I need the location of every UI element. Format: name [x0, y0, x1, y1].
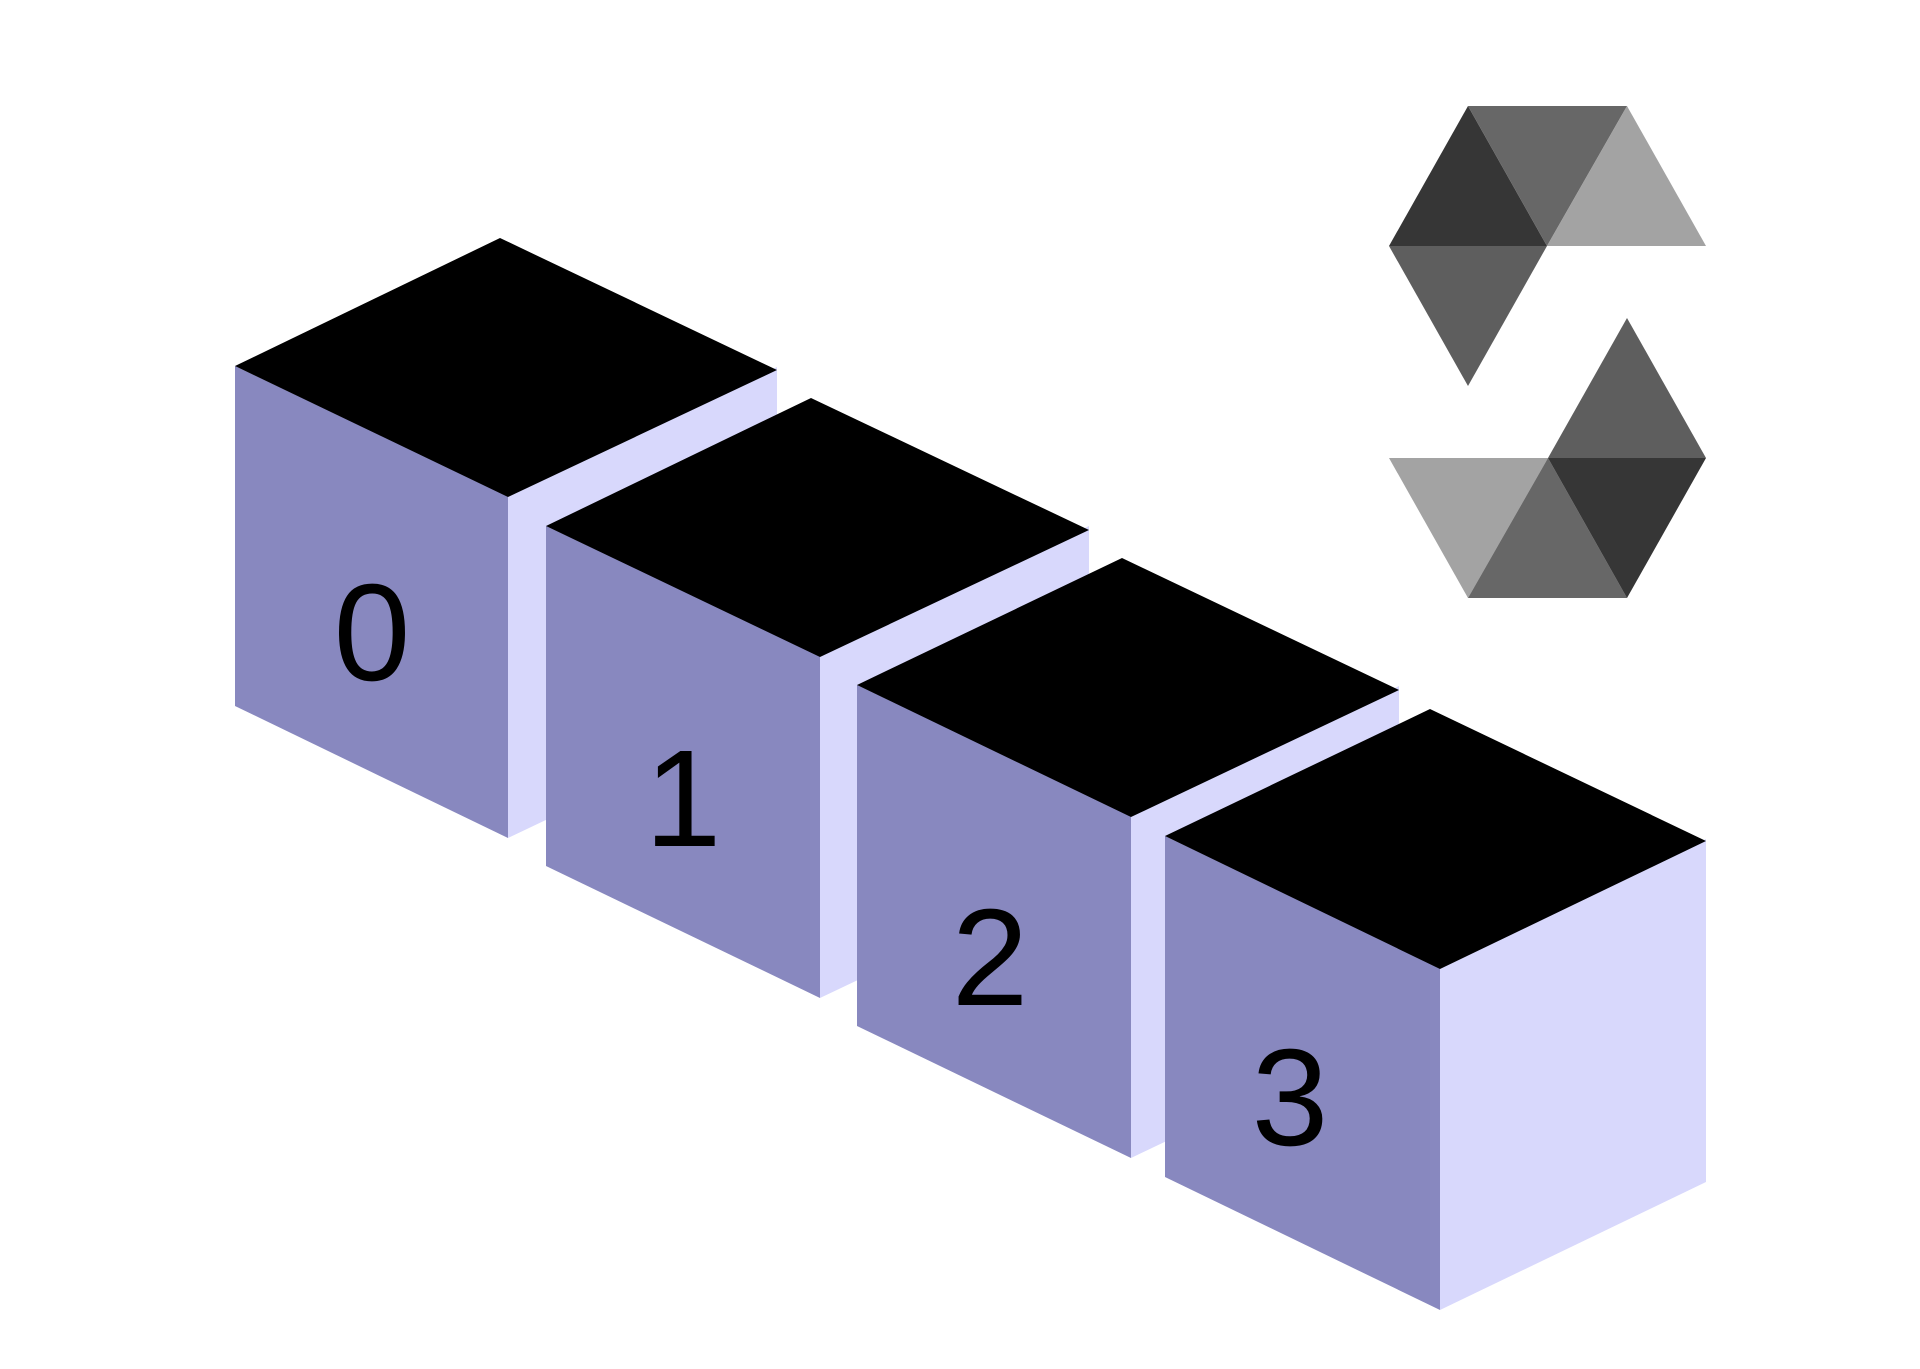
cube-2-top-face [857, 558, 1399, 817]
cube-3: 3 [1165, 709, 1706, 1310]
cube-3-top-face [1165, 709, 1706, 969]
logo-lower-left-triangle [1389, 458, 1548, 598]
cube-3-front-face [1165, 836, 1440, 1310]
cube-2-label: 2 [952, 881, 1029, 1035]
cube-0-top-face [235, 238, 777, 497]
logo-upper-middle-triangle [1468, 106, 1627, 246]
cube-1-top-face [546, 398, 1089, 657]
cube-2-front-face [857, 685, 1131, 1158]
logo-lower-middle-triangle [1468, 458, 1627, 598]
cube-3-label: 3 [1252, 1021, 1329, 1175]
logo-upper-left-triangle [1389, 106, 1547, 246]
cube-1-front-face [546, 526, 820, 998]
cube-3-side-face [1440, 839, 1706, 1310]
cube-1-label: 1 [645, 722, 722, 876]
logo-lower-right-triangle [1548, 458, 1706, 598]
logo-lower-top-triangle [1548, 318, 1706, 458]
cube-0-label: 0 [334, 556, 411, 710]
logo-upper-bottom-triangle [1389, 246, 1547, 386]
cube-0-front-face [235, 366, 508, 838]
solidity-logo-icon [1389, 106, 1706, 598]
logo-upper-right-triangle [1547, 106, 1706, 246]
